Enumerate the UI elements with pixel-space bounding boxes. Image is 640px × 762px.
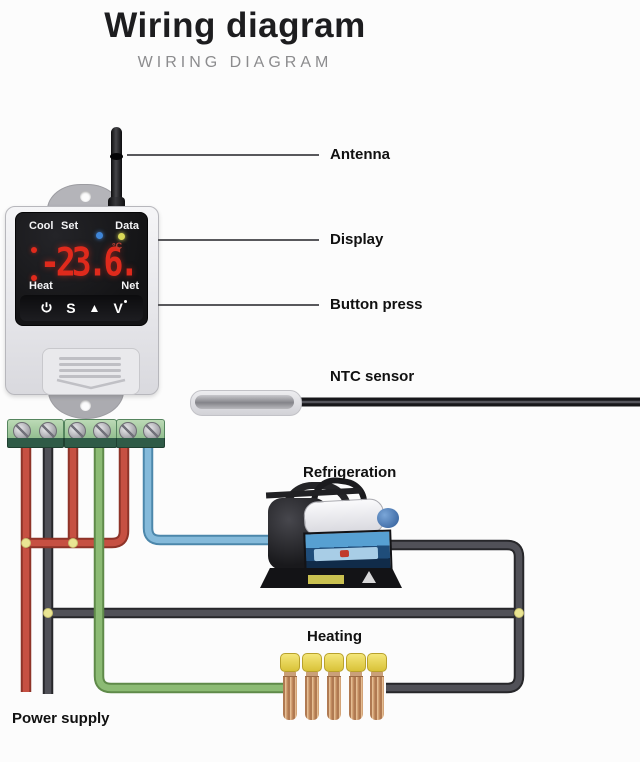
vent-slat	[59, 369, 121, 372]
antenna	[108, 127, 125, 219]
leader-line-antenna	[127, 154, 319, 156]
antenna-joint	[110, 153, 123, 160]
blue-valve-cap	[377, 508, 399, 528]
data-indicator-label: Data	[115, 220, 139, 232]
heating-element	[302, 653, 322, 720]
terminal-strip	[7, 438, 64, 448]
controller-body: Cool Set Data -23.6. °C Heat Net	[5, 206, 159, 395]
power-icon	[41, 301, 52, 313]
set-indicator-label: Set	[61, 220, 79, 232]
vent-slat	[59, 363, 121, 366]
display-dot	[31, 275, 37, 281]
terminal-strip	[116, 438, 165, 448]
display-dot	[31, 247, 37, 253]
cool-indicator-label: Cool	[29, 220, 54, 232]
up-button: ▲	[88, 301, 101, 315]
junction-dot	[514, 608, 524, 618]
heating-element	[346, 653, 366, 720]
junction-dot	[68, 538, 78, 548]
net-indicator-label: Net	[121, 280, 139, 292]
ntc-probe-metal	[195, 395, 294, 409]
heater-cap	[346, 653, 366, 672]
heater-tubes	[349, 676, 363, 720]
vent-slat	[59, 357, 121, 360]
heating-element	[367, 653, 387, 720]
heater-collar	[306, 672, 318, 676]
heater-collar	[328, 672, 340, 676]
leader-line-display	[158, 239, 319, 241]
heater-cap	[302, 653, 322, 672]
down-button: V	[113, 300, 128, 316]
warning-triangle-icon	[362, 571, 376, 583]
mounting-hole	[80, 400, 91, 411]
button-press-label: Button press	[330, 296, 423, 313]
display-label: Display	[330, 231, 384, 248]
heater-tubes	[327, 676, 341, 720]
mounting-hole	[80, 191, 91, 202]
heater-tubes	[283, 676, 297, 720]
leader-line-button-press	[158, 304, 319, 306]
antenna-label: Antenna	[330, 146, 390, 163]
vent-grille	[42, 348, 140, 395]
warning-sticker	[308, 575, 344, 584]
terminal-strip	[64, 438, 117, 448]
power-button	[40, 301, 53, 316]
display-panel: Cool Set Data -23.6. °C Heat Net	[15, 212, 148, 326]
heater-cap	[324, 653, 344, 672]
wire-blue-refrigeration	[142, 446, 274, 546]
heating-element	[280, 653, 300, 720]
refrigeration-label: Refrigeration	[303, 464, 397, 481]
heating-element	[324, 653, 344, 720]
terminal-block-1	[7, 419, 64, 448]
button-row: S ▲ V	[20, 295, 143, 321]
ntc-sensor-label: NTC sensor	[330, 368, 415, 385]
yellow-led	[118, 233, 125, 240]
vent-slat	[59, 375, 121, 378]
heating-label: Heating	[307, 628, 363, 645]
heat-indicator-label: Heat	[29, 280, 53, 292]
ntc-probe	[190, 390, 302, 416]
page-title: Wiring diagram	[104, 6, 366, 45]
heater-cap	[280, 653, 300, 672]
terminal-block-2	[64, 419, 117, 448]
blue-led	[96, 232, 103, 239]
heater-collar	[350, 672, 362, 676]
junction-dot	[43, 608, 53, 618]
set-button: S	[66, 300, 76, 316]
heater-collar	[371, 672, 383, 676]
temperature-readout: -23.6.	[40, 239, 139, 286]
heater-cap	[367, 653, 387, 672]
temperature-unit: °C	[112, 241, 123, 251]
compressor-label-art	[339, 549, 350, 558]
power-supply-label: Power supply	[12, 710, 110, 727]
refrigeration-unit	[260, 474, 402, 588]
heater-tubes	[370, 676, 384, 720]
heater-collar	[284, 672, 296, 676]
junction-dot	[21, 538, 31, 548]
vent-chevron	[56, 378, 126, 390]
page-subtitle: WIRING DIAGRAM	[137, 54, 333, 71]
heater-tubes	[305, 676, 319, 720]
terminal-block-3	[116, 419, 165, 448]
